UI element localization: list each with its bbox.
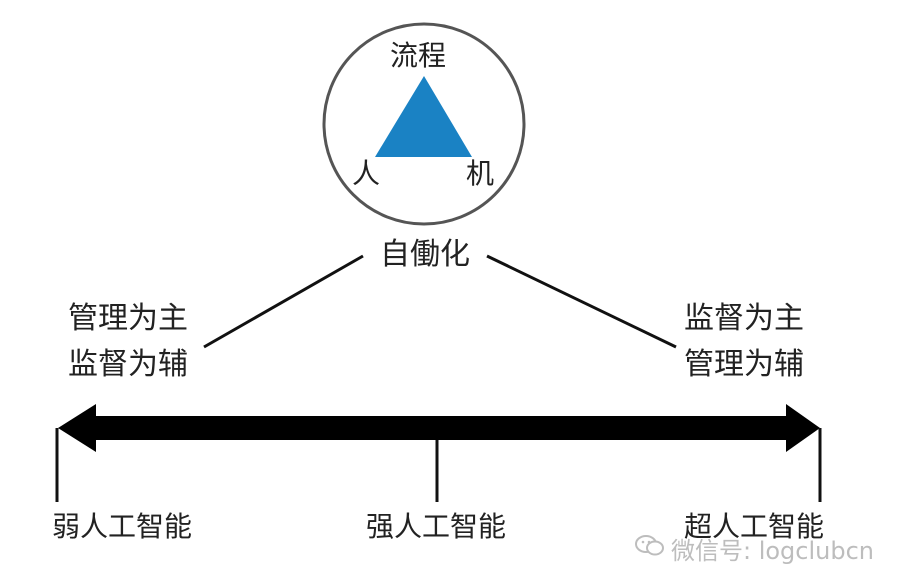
double-arrow (58, 404, 820, 452)
triad-circle (322, 22, 526, 226)
left-side-text: 管理为主 监督为辅 (68, 296, 188, 388)
watermark: 微信号: logclubcn (634, 531, 874, 566)
node-label-human: 人 (352, 157, 381, 190)
right-side-line2: 管理为辅 (684, 347, 804, 382)
center-label: 自働化 (380, 237, 470, 272)
triad-triangle (375, 76, 472, 157)
node-label-process: 流程 (390, 39, 447, 72)
scale-label-weak-ai: 弱人工智能 (52, 510, 193, 543)
right-connector-line (486, 254, 677, 349)
scale-label-strong-ai: 强人工智能 (366, 510, 507, 543)
node-label-machine: 机 (466, 157, 495, 190)
scale-label-super-ai: 超人工智能 (684, 510, 825, 543)
right-side-text: 监督为主 管理为辅 (684, 296, 804, 388)
left-side-line2: 监督为辅 (68, 347, 188, 382)
watermark-text: 微信号: logclubcn (670, 537, 874, 565)
right-side-line1: 监督为主 (684, 301, 804, 336)
left-connector-line (203, 254, 364, 349)
wechat-icon (634, 534, 665, 564)
left-side-line1: 管理为主 (68, 301, 188, 336)
